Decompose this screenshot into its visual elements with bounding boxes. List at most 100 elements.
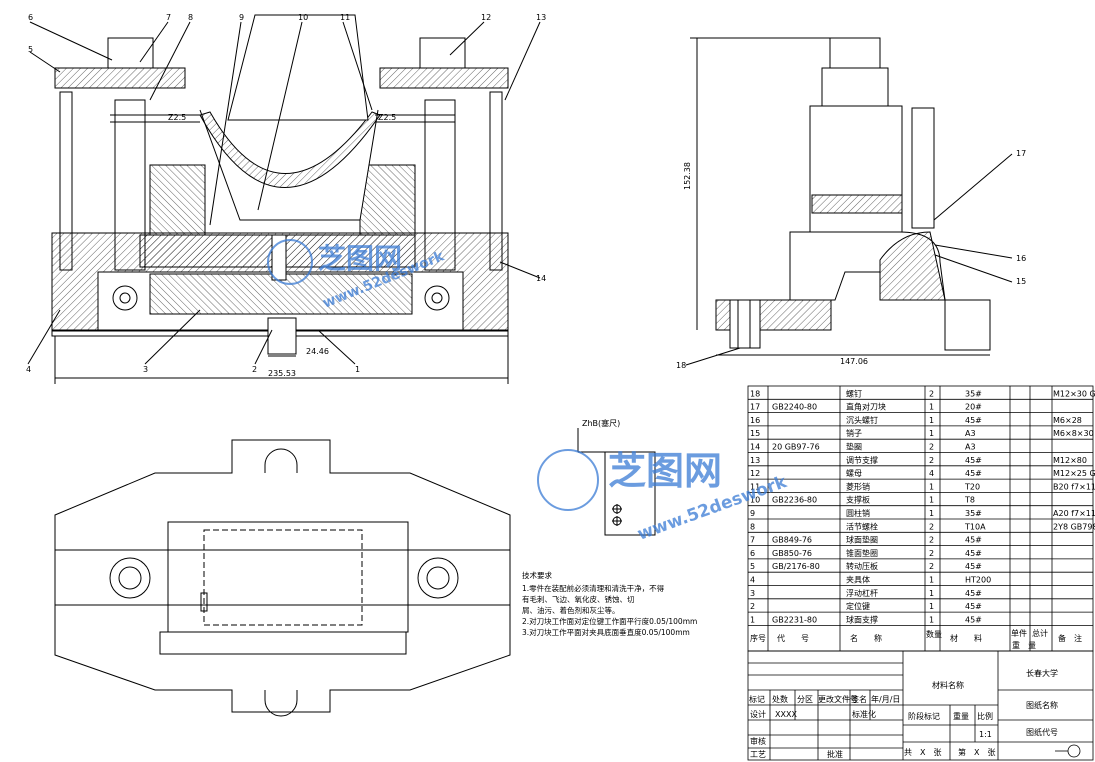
tb-sheets-total: 共 X 张: [904, 748, 941, 757]
bom-header-unit: 单件: [1011, 628, 1027, 638]
bom-table: [747, 385, 1094, 652]
detail-view-label: ZhB(塞尺): [582, 418, 620, 428]
label-5: 5: [28, 45, 33, 54]
bom-cell-code: GB2231-80: [772, 615, 817, 624]
bom-cell-mat: 45#: [965, 602, 982, 611]
watermark-text-1: 芝图网: [318, 242, 402, 275]
bom-cell-name: 圆柱销: [846, 508, 870, 518]
title-block: [747, 650, 1094, 761]
tech-note-line-5: 3.对刀块工作平面对夹具底面垂直度0.05/100mm: [522, 627, 690, 637]
label-8: 8: [188, 13, 193, 22]
bom-cell-mat: 35#: [965, 389, 982, 398]
bom-cell-qty: 1: [929, 509, 934, 518]
bom-cell-note: M12×30 GB65: [1053, 389, 1095, 398]
tech-notes-title: 技术要求: [522, 570, 552, 580]
bom-cell-no: 7: [750, 536, 755, 545]
label-1: 1: [355, 365, 360, 374]
bom-cell-name: 支撑板: [846, 495, 870, 505]
front-view: [27, 14, 541, 384]
tb-material-name: 材料名称: [932, 680, 964, 690]
bom-cell-name: 垫圈: [846, 442, 862, 452]
top-view: [54, 439, 511, 717]
title-block-text: 材料名称 长春大学 图纸名称 图纸代号 阶段标记 重量 比例 1:1 标记 处数…: [749, 668, 1058, 759]
bom-header-name: 名 称: [850, 633, 882, 643]
bom-cell-no: 2: [750, 602, 755, 611]
bom-cell-mat: 35#: [965, 509, 982, 518]
bom-cell-mat: 45#: [965, 562, 982, 571]
bom-cell-qty: 1: [929, 589, 934, 598]
label-11: 11: [340, 13, 350, 22]
tb-design-name: XXXX: [775, 710, 797, 719]
front-part-labels: 6 7 8 9 10 11 12 13 5 14 4 3 2 1 235.53 …: [26, 13, 546, 378]
bom-cell-mat: 45#: [965, 549, 982, 558]
tech-note-line-3: 屑、油污、着色剂和灰尘等。: [522, 605, 620, 615]
watermark-text-2: 芝图网: [608, 449, 722, 493]
label-16: 16: [1016, 254, 1026, 263]
bom-cell-no: 11: [750, 482, 760, 491]
tb-change-doc: 更改文件号: [818, 694, 858, 704]
tb-mark: 标记: [749, 694, 765, 704]
bom-cell-no: 15: [750, 429, 760, 438]
bom-cell-no: 5: [750, 562, 755, 571]
bom-cell-code: GB2236-80: [772, 496, 817, 505]
tb-drawing-code: 图纸代号: [1026, 727, 1058, 737]
bom-cell-mat: A3: [965, 429, 976, 438]
bom-cell-mat: T20: [964, 482, 980, 491]
side-part-labels: 17 16 15 18 152.38 147.06: [676, 149, 1026, 370]
bom-cell-name: 菱形销: [846, 481, 870, 491]
bom-cell-mat: 45#: [965, 456, 982, 465]
dim-angle-1: Z2.5: [168, 113, 186, 122]
dim-width-side: 147.06: [840, 357, 868, 366]
bom-cell-qty: 1: [929, 416, 934, 425]
label-14: 14: [536, 274, 546, 283]
bom-header-mat: 材 料: [950, 633, 982, 643]
tech-note-line-4: 2.对刀块工作面对定位键工作面平行度0.05/100mm: [522, 616, 697, 626]
bom-cell-qty: 2: [929, 456, 934, 465]
bom-cell-qty: 2: [929, 389, 934, 398]
bom-cell-mat: A3: [965, 443, 976, 452]
bom-cell-qty: 1: [929, 602, 934, 611]
bom-cell-qty: 2: [929, 549, 934, 558]
bom-cell-name: 调节支撑: [846, 455, 878, 465]
dim-angle-2: Z2.5: [378, 113, 396, 122]
label-2: 2: [252, 365, 257, 374]
bom-cell-qty: 1: [929, 615, 934, 624]
tb-company: 长春大学: [1026, 668, 1058, 678]
bom-cell-note: 2Y8 GB798-: [1053, 522, 1095, 531]
label-9: 9: [239, 13, 244, 22]
tech-notes: 技术要求 1.零件在装配前必须清理和清洗干净，不得 有毛刺、飞边、氧化皮、锈蚀、…: [522, 570, 697, 637]
bom-header-code: 代 号: [777, 633, 809, 643]
bom-cell-name: 球面支撑: [846, 614, 878, 624]
bom-cell-qty: 2: [929, 536, 934, 545]
bom-cell-mat: 20#: [965, 403, 982, 412]
tb-stage: 阶段标记: [908, 711, 940, 721]
bom-cell-note: M6×8×30: [1053, 429, 1094, 438]
bom-cell-mat: T8: [964, 496, 975, 505]
bom-cell-note: M12×25 GB65-: [1053, 469, 1095, 478]
bom-cell-qty: 1: [929, 576, 934, 585]
tb-std: 标准化: [852, 709, 876, 719]
bom-cell-no: 6: [750, 549, 755, 558]
tb-count: 处数: [772, 694, 788, 704]
bom-cell-qty: 1: [929, 403, 934, 412]
label-18: 18: [676, 361, 686, 370]
side-view: [685, 37, 1013, 366]
tb-weight: 重量: [953, 711, 969, 721]
bom-cell-no: 1: [750, 615, 755, 624]
bom-cell-note: B20 f7×11: [1053, 482, 1095, 491]
watermark: 芝图网 www.52deswork 芝图网 www.52deswork: [267, 239, 790, 545]
bom-cell-name: 螺母: [846, 468, 862, 478]
bom-cell-no: 13: [750, 456, 760, 465]
bom-cell-code: GB850-76: [772, 549, 812, 558]
tech-note-line-1: 1.零件在装配前必须清理和清洗干净，不得: [522, 583, 665, 593]
bom-cell-no: 12: [750, 469, 760, 478]
bom-header-weight: 重 量: [1012, 640, 1036, 650]
bom-cell-name: 沉头螺钉: [846, 415, 878, 425]
tb-scale: 比例: [977, 711, 993, 721]
bom-cell-name: 定位键: [846, 601, 870, 611]
bom-cell-qty: 2: [929, 522, 934, 531]
bom-cell-no: 10: [750, 496, 760, 505]
tb-sheet-no: 第 X 张: [958, 747, 995, 757]
label-15: 15: [1016, 277, 1026, 286]
